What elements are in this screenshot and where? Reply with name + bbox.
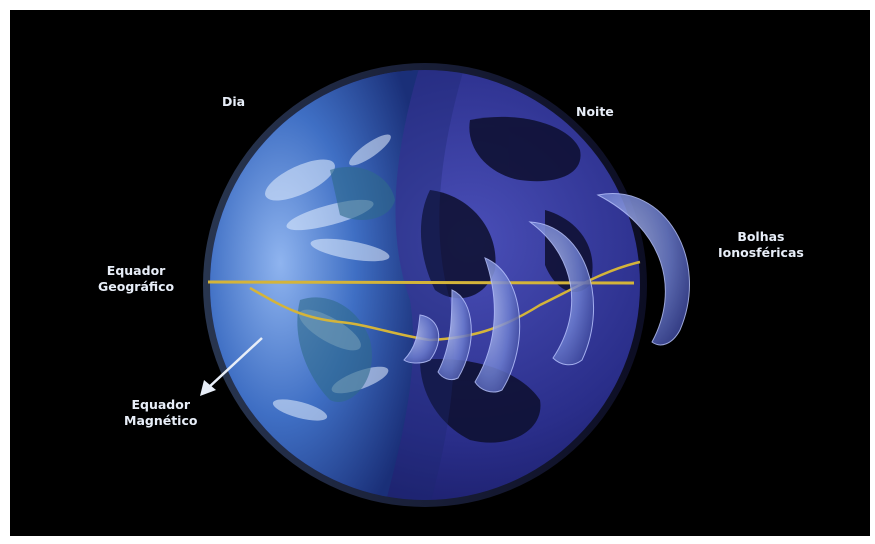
earth-globe (203, 63, 647, 507)
magnetic-equator-arrow (200, 337, 263, 396)
ionospheric-bubbles-label: Bolhas Ionosféricas (718, 229, 804, 261)
day-label: Dia (222, 94, 246, 109)
ionospheric-bubbles (403, 193, 690, 393)
magnetic-equator-label-line1: Equador (131, 397, 190, 412)
bubble-2 (437, 289, 472, 381)
bubble-1 (403, 314, 440, 364)
geographic-equator-label: Equador Geográfico (98, 263, 174, 295)
geographic-equator-label-line1: Equador (106, 263, 166, 278)
bubble-5 (596, 193, 690, 346)
magnetic-equator-label: Equador Magnético (124, 397, 197, 429)
magnetic-equator-label-line2: Magnético (124, 413, 198, 428)
geographic-equator-line (207, 280, 635, 285)
ionospheric-bubbles-label-line1: Bolhas (737, 229, 785, 244)
geographic-equator-label-line2: Geográfico (98, 279, 175, 294)
night-label: Noite (576, 104, 614, 119)
ionospheric-bubbles-label-line2: Ionosféricas (718, 245, 804, 260)
bubble-3 (474, 257, 521, 393)
bubble-4 (528, 221, 595, 366)
